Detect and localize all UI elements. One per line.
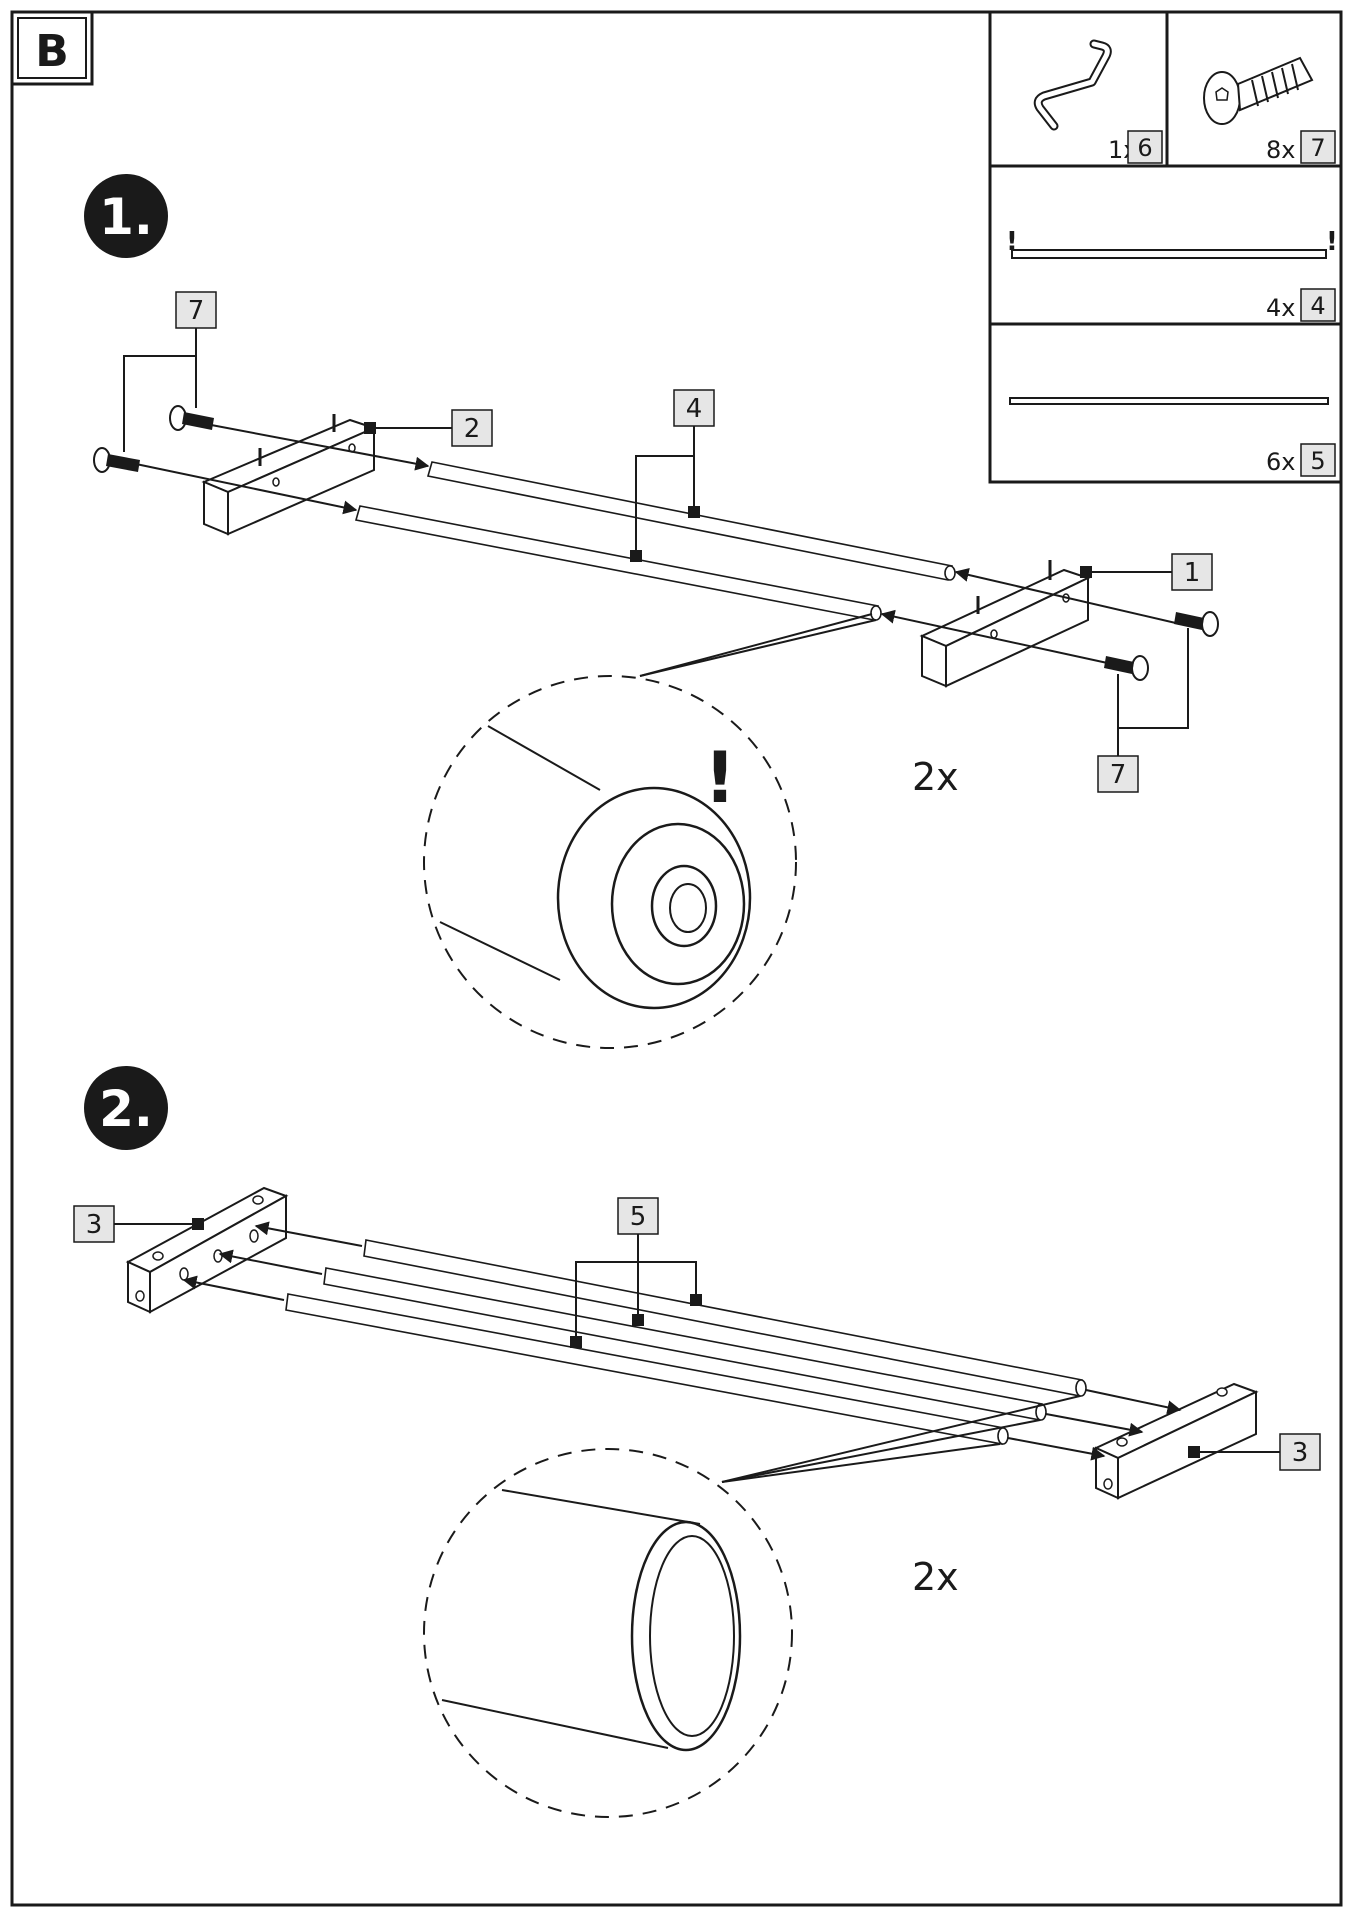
step-2: 2.	[73, 1066, 1321, 1818]
screw-number-box	[1300, 130, 1336, 164]
step-2-rods	[285, 1239, 1087, 1445]
callout-step1-beam-left: 2	[364, 409, 493, 447]
step-1-screw-left-upper	[169, 405, 214, 431]
step-1-number: 1.	[99, 188, 153, 246]
step-2-badge	[84, 1066, 168, 1150]
step-1-left-beam	[201, 414, 377, 536]
part-allen-key: 1x 6	[1033, 39, 1163, 164]
long-rod-number-box	[1300, 288, 1336, 322]
svg-text:3: 3	[1292, 1438, 1309, 1468]
step-2-repeat: 2x	[912, 1555, 959, 1599]
svg-text:4: 4	[686, 394, 703, 424]
slim-rod-number: 5	[1310, 447, 1325, 475]
part-slim-rod: 6x 5	[1009, 397, 1336, 477]
svg-text:7: 7	[188, 296, 205, 326]
allen-key-number-box	[1127, 130, 1163, 164]
step-2-number: 2.	[99, 1080, 153, 1138]
step-1-screw-right-upper	[1174, 611, 1219, 637]
callout-step2-beam-right: 3	[1188, 1433, 1321, 1471]
step-1-zoom-detail: !	[423, 613, 877, 1049]
svg-text:1: 1	[1184, 558, 1201, 588]
parts-list-box: 1x 6 8x 7 ! ! 4x 4	[988, 10, 1343, 484]
screw-qty: 8x	[1266, 136, 1295, 164]
step-1-warning-mark: !	[704, 737, 736, 819]
part-long-rod: ! ! 4x 4	[1006, 227, 1338, 322]
callout-step1-beam-right: 1	[1080, 553, 1213, 591]
step-1-repeat: 2x	[912, 755, 959, 799]
long-rod-qty: 4x	[1266, 294, 1295, 322]
slim-rod-icon	[1009, 397, 1329, 405]
section-letter: B	[35, 26, 69, 77]
step-1-screw-right-lower	[1104, 655, 1149, 681]
step-1-right-beam	[919, 560, 1091, 688]
long-rod-icon	[1011, 249, 1327, 259]
screw-icon	[1203, 56, 1314, 125]
long-rod-mark-right: !	[1326, 227, 1338, 257]
allen-key-number: 6	[1137, 134, 1152, 162]
section-badge: B	[10, 10, 94, 86]
slim-rod-number-box	[1300, 443, 1336, 477]
callout-step1-screw-left: 7	[123, 291, 217, 452]
long-rod-mark-left: !	[1006, 227, 1018, 257]
step-1-assembly-arrows	[135, 423, 1181, 665]
screw-number: 7	[1310, 134, 1325, 162]
callout-step2-beam-left: 3	[73, 1205, 204, 1243]
svg-text:2: 2	[464, 414, 481, 444]
step-2-right-beam	[1093, 1382, 1259, 1500]
step-1-badge	[84, 174, 168, 258]
callout-step2-rods: 5	[570, 1197, 702, 1348]
step-1-rods	[354, 461, 956, 621]
step-2-left-beam	[125, 1186, 289, 1314]
callout-step1-rods: 4	[630, 389, 715, 562]
callout-step1-screw-right: 7	[1097, 628, 1189, 793]
step-2-assembly-arrows	[182, 1221, 1182, 1461]
slim-rod-qty: 6x	[1266, 448, 1295, 476]
page-frame	[10, 10, 1343, 1907]
step-1: 1.	[84, 174, 1219, 1049]
step-2-zoom-detail	[423, 1395, 1081, 1818]
svg-text:5: 5	[630, 1202, 647, 1232]
long-rod-number: 4	[1310, 292, 1325, 320]
svg-text:7: 7	[1110, 760, 1127, 790]
svg-text:3: 3	[86, 1210, 103, 1240]
part-screw: 8x 7	[1203, 56, 1336, 164]
step-1-screw-left-lower	[93, 447, 140, 473]
